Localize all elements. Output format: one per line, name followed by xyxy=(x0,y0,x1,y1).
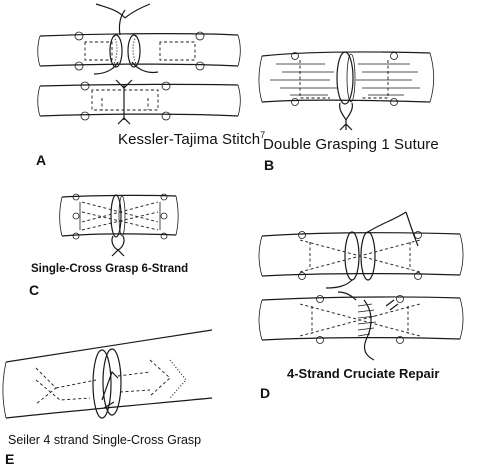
panel-a-letter: A xyxy=(36,152,47,168)
panel-c-letter: C xyxy=(29,282,40,298)
panel-a-upper-suture xyxy=(74,3,205,75)
panel-e-caption: Seiler 4 strand Single-Cross Grasp xyxy=(8,433,202,447)
panel-a-drawing xyxy=(37,3,241,125)
panel-b-caption: Double Grasping 1 Suture xyxy=(263,136,439,153)
panel-e-letter: E xyxy=(5,451,15,467)
panel-a-upper-tendon xyxy=(37,33,241,67)
panel-d-upper-suture xyxy=(298,211,422,289)
panel-d-lower-tendon xyxy=(258,296,464,341)
panel-a-caption: Kessler-Tajima Stitch7 xyxy=(118,130,266,148)
panel-b-letter: B xyxy=(264,157,275,173)
panel-b-tendon-fibers xyxy=(270,63,420,96)
panel-c-caption: Single-Cross Grasp 6-Strand xyxy=(31,263,189,275)
panel-b-suture xyxy=(291,51,398,131)
panel-c-drawing xyxy=(59,193,179,257)
panel-e-suture xyxy=(35,348,187,419)
panel-c-suture xyxy=(72,193,168,257)
panel-d-caption: 4-Strand Cruciate Repair xyxy=(287,366,440,381)
panel-a-lower-suture xyxy=(80,79,171,125)
panel-d-lower-suture xyxy=(299,291,421,361)
panel-e-drawing xyxy=(2,329,213,419)
panel-b-drawing xyxy=(258,51,435,131)
panel-d-upper-tendon xyxy=(258,232,464,277)
panel-a-lower-tendon xyxy=(37,83,241,117)
panel-d-letter: D xyxy=(260,385,271,401)
panel-d-drawing xyxy=(258,211,464,361)
